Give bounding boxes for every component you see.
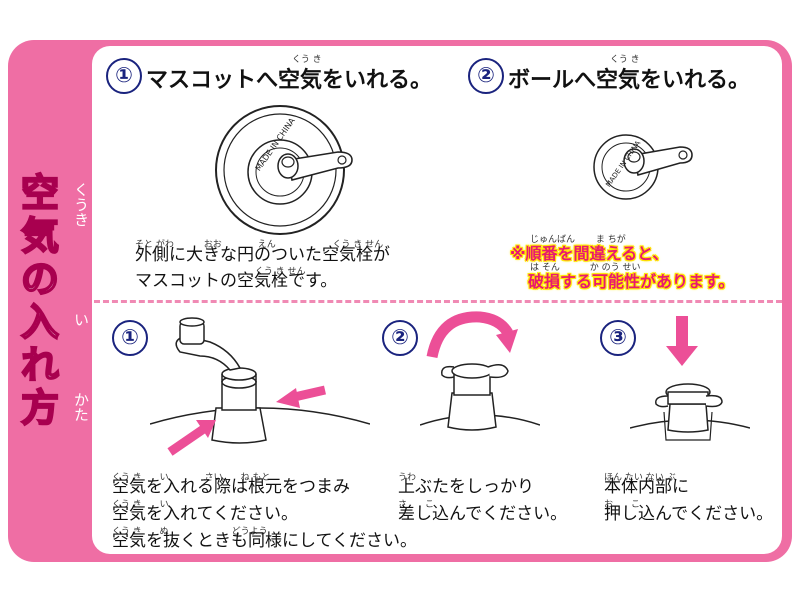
section1-furi-line1: そと がわ おお えん くう き せん bbox=[135, 240, 384, 250]
step2-illustration bbox=[420, 311, 540, 431]
side-title: 空 気 の 入 れ 方 くうき い かた bbox=[14, 171, 90, 432]
step3-number: ③ bbox=[600, 320, 636, 356]
step2-furi2: さ こ bbox=[398, 500, 435, 510]
step3-furi1: ほん たい ない ぶ bbox=[604, 473, 676, 483]
section2-furigana: くう き bbox=[610, 55, 640, 65]
section1-desc-line2: マスコットの空気栓です。 bbox=[135, 271, 338, 291]
title-ruby-kuuki: くうき bbox=[72, 182, 90, 227]
step3-illustration bbox=[630, 316, 750, 441]
title-char: の bbox=[20, 257, 60, 302]
step2-line2: 差し込んでください。 bbox=[398, 504, 568, 524]
step3-furi2: お こ bbox=[604, 500, 641, 510]
section1-heading: マスコットへ空気をいれる。 bbox=[146, 68, 433, 93]
title-ruby-i: い bbox=[72, 312, 90, 327]
ball-valve-illustration bbox=[593, 134, 693, 200]
title-char: 方 bbox=[20, 386, 60, 431]
step1-furi3: くう き ぬ どうよう bbox=[112, 527, 268, 537]
section1-number: ① bbox=[106, 58, 142, 94]
step1-number: ① bbox=[112, 320, 148, 356]
title-char: 気 bbox=[20, 214, 60, 259]
warning-line1: ※順番を間違えると、 bbox=[510, 244, 669, 263]
title-ruby-kata: かた bbox=[72, 392, 90, 422]
section2-heading: ボールへ空気をいれる。 bbox=[508, 68, 751, 93]
title-char: 空 bbox=[20, 171, 60, 216]
mascot-valve-illustration bbox=[215, 105, 353, 235]
title-char: れ bbox=[20, 343, 60, 388]
warning-line2: 破損する可能性があります。 bbox=[528, 272, 735, 291]
section2-number: ② bbox=[468, 58, 504, 94]
step3-line1: 本体内部に bbox=[604, 477, 689, 497]
step1-line2: 空気を入れてください。 bbox=[112, 504, 298, 524]
section1-furi-line2: くう き せん bbox=[255, 267, 306, 277]
step2-number: ② bbox=[382, 320, 418, 356]
step2-furi1: うわ bbox=[398, 473, 417, 483]
step3-line2: 押し込んでください。 bbox=[604, 504, 774, 524]
step1-furi2: くう き い bbox=[112, 500, 169, 510]
section1-furigana: くう き bbox=[292, 55, 322, 65]
step1-illustration bbox=[150, 317, 370, 456]
dashed-divider bbox=[94, 300, 782, 303]
section2-furi-warn2: は そん か のう せい bbox=[530, 263, 641, 273]
step2-line1: 上ぶたをしっかり bbox=[398, 477, 534, 497]
section1-desc-line1: 外側に大きな円のついた空気栓が bbox=[135, 245, 390, 265]
title-char: 入 bbox=[20, 300, 60, 345]
step1-line3: 空気を抜くときも同様にしてください。 bbox=[112, 531, 417, 551]
step1-line1: 空気を入れる際は根元をつまみ bbox=[112, 477, 350, 497]
section2-furi-warn1: じゅんばん ま ちが bbox=[530, 235, 626, 245]
step1-furi1: くう き い さい ね もと bbox=[112, 473, 271, 483]
